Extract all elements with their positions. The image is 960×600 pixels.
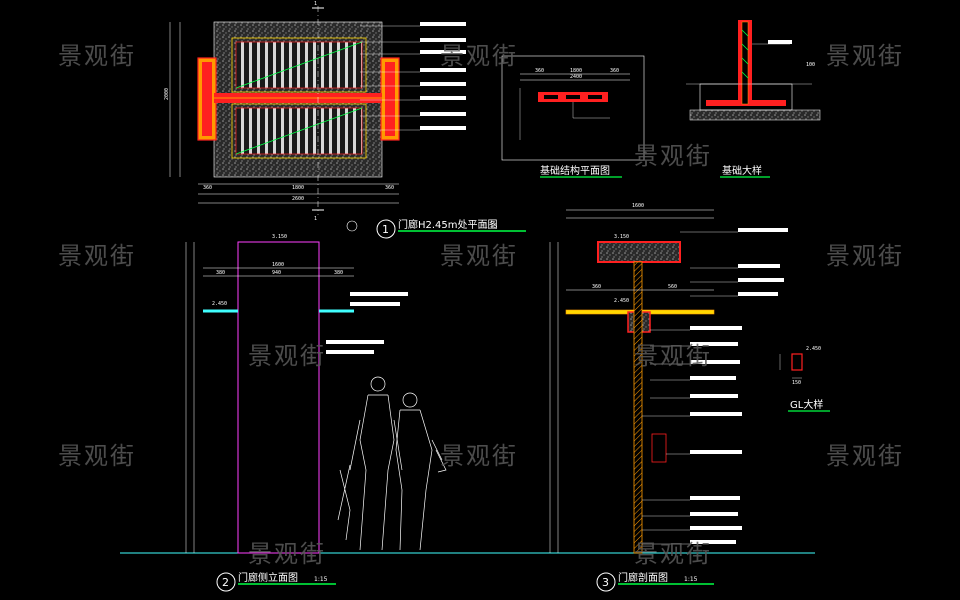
elev-dim-1: 380 — [216, 270, 225, 276]
watermark: 景观街 — [634, 342, 712, 370]
plan-cut-label-top: 1 — [314, 1, 317, 7]
watermark: 景观街 — [634, 142, 712, 170]
elev-dim-total: 1600 — [272, 262, 284, 268]
fp-dim-total: 2400 — [570, 74, 582, 80]
section-top-beam — [597, 241, 681, 263]
elev-dim-2: 940 — [272, 270, 281, 276]
gl-level: 2.450 — [806, 346, 821, 352]
section-title: 门廊剖面图 — [618, 571, 668, 584]
elev-column — [237, 241, 320, 554]
plan-panel-lower — [231, 103, 367, 159]
plan-cut-label-bottom: 1 — [314, 216, 317, 222]
fp-dim-2: 1800 — [570, 68, 582, 74]
watermark: 景观街 — [440, 42, 518, 70]
elev-title: 门廊侧立面图 — [238, 571, 298, 584]
watermark: 景观街 — [248, 540, 326, 568]
found-detail-title: 基础大样 — [722, 164, 762, 177]
fp-dim-3: 360 — [610, 68, 619, 74]
elev-title-scale: 1:15 — [314, 576, 328, 583]
elev-level-mid: 2.450 — [212, 301, 227, 307]
sec-level-mid: 2.450 — [614, 298, 629, 304]
gl-dim-w: 150 — [792, 380, 801, 386]
elev-level-top: 3.150 — [272, 234, 287, 240]
plan-dim-left-total: 2000 — [164, 88, 170, 100]
sec-dim-2: 560 — [668, 284, 677, 290]
plan-view: 1 1 2000 360 1800 360 2600 1 门廊H2.45m处平面… — [164, 1, 526, 239]
section-title-scale: 1:15 — [684, 576, 698, 583]
fp-dim-1: 360 — [535, 68, 544, 74]
watermark: 景观街 — [58, 442, 136, 470]
watermark: 景观街 — [826, 242, 904, 270]
plan-dim-b2: 1800 — [292, 185, 304, 191]
sec-level-top: 3.150 — [614, 234, 629, 240]
sec-dim-1: 360 — [592, 284, 601, 290]
side-elevation: 380 940 380 1600 3.150 2.450 2 门廊侧立面图 1:… — [120, 234, 560, 592]
watermark: 景观街 — [440, 242, 518, 270]
watermark: 景观街 — [440, 442, 518, 470]
watermark: 景观街 — [826, 442, 904, 470]
plan-dim-b1: 360 — [203, 185, 212, 191]
plan-dim-b3: 360 — [385, 185, 394, 191]
watermark: 景观街 — [248, 342, 326, 370]
plan-panel-upper — [231, 37, 367, 93]
sec-dim-total: 1600 — [632, 203, 644, 209]
elev-dim-3: 380 — [334, 270, 343, 276]
watermark: 景观街 — [58, 242, 136, 270]
section-post — [633, 261, 643, 554]
watermark: 景观街 — [58, 42, 136, 70]
watermark: 景观街 — [634, 540, 712, 568]
fd-dim: 100 — [806, 62, 815, 68]
section-title-no: 3 — [602, 576, 609, 589]
people-figures — [337, 376, 447, 551]
foundation-plan: 360 1800 360 2400 基础结构平面图 — [501, 55, 645, 178]
plan-title-no: 1 — [382, 223, 389, 236]
watermark: 景观街 — [826, 42, 904, 70]
plan-title-scale: 1:15 — [484, 223, 498, 230]
plan-title: 门廊H2.45m处平面图 — [398, 218, 498, 231]
foundation-detail: 100 基础大样 — [686, 20, 821, 178]
plan-dim-total: 2600 — [292, 196, 304, 202]
elev-title-no: 2 — [222, 576, 229, 589]
found-plan-title: 基础结构平面图 — [540, 164, 610, 177]
gl-detail: 150 2.450 GL大样 — [779, 346, 830, 412]
gl-detail-title: GL大样 — [790, 398, 823, 411]
section-view: 1600 360 560 3.150 2.450 3 门廊剖面图 1: — [549, 203, 815, 592]
